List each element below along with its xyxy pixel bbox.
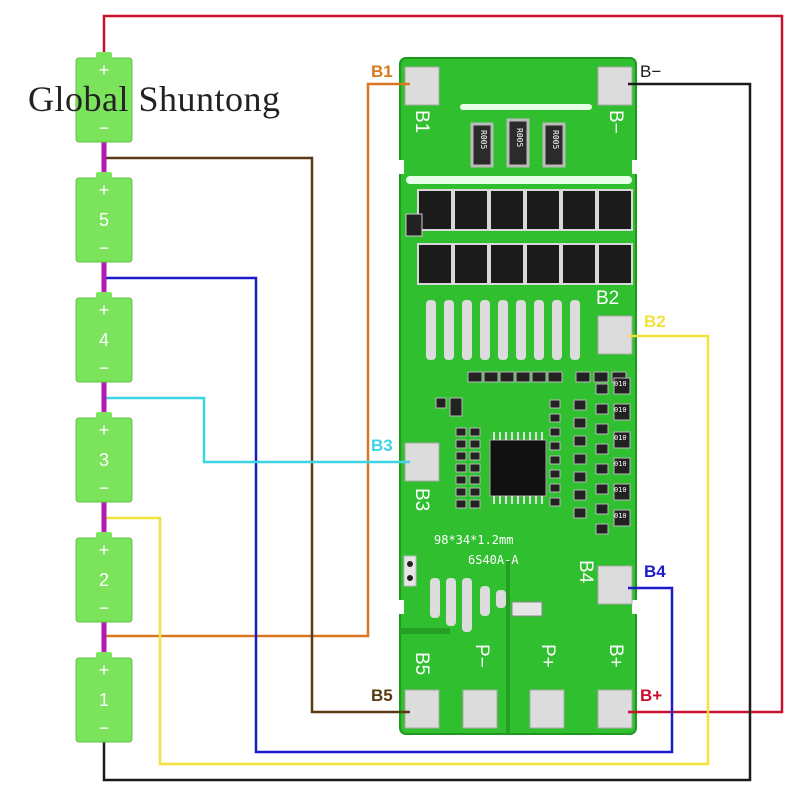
- pad-b3: [404, 442, 440, 482]
- cell-6: [75, 57, 133, 143]
- wire-b3: [104, 396, 410, 464]
- pad-bplus: [597, 689, 633, 729]
- pad-b1: [404, 66, 440, 106]
- bms-controller-ic: [489, 432, 547, 504]
- wire-bplus: [102, 14, 784, 714]
- battery-stack: [75, 52, 133, 743]
- cell-4: [75, 297, 133, 383]
- pad-b5: [404, 689, 440, 729]
- mosfet-array: [405, 189, 633, 285]
- cell-2: [75, 537, 133, 623]
- cell-3: [75, 417, 133, 503]
- wire-bminus: [102, 82, 752, 782]
- wire-b2: [104, 334, 710, 766]
- shunt-resistors: [470, 118, 566, 168]
- pcb-board: [394, 57, 642, 735]
- lower-board-section: [400, 555, 543, 734]
- cell-5: [75, 177, 133, 263]
- smd-resistor-row: [467, 371, 627, 383]
- wire-b1: [104, 82, 410, 638]
- smd-passives-left: [435, 397, 481, 509]
- pad-pplus: [529, 689, 565, 729]
- wire-b5: [104, 156, 410, 714]
- cell-1: [75, 657, 133, 743]
- smd-passives-right: [549, 377, 631, 535]
- pad-b4: [597, 565, 633, 605]
- board-pads: [404, 66, 633, 729]
- pad-pminus: [462, 689, 498, 729]
- pad-b2: [597, 315, 633, 355]
- wire-b4: [104, 276, 674, 754]
- solder-traces: [426, 300, 580, 360]
- pad-bminus: [597, 66, 633, 106]
- wires: [102, 14, 784, 782]
